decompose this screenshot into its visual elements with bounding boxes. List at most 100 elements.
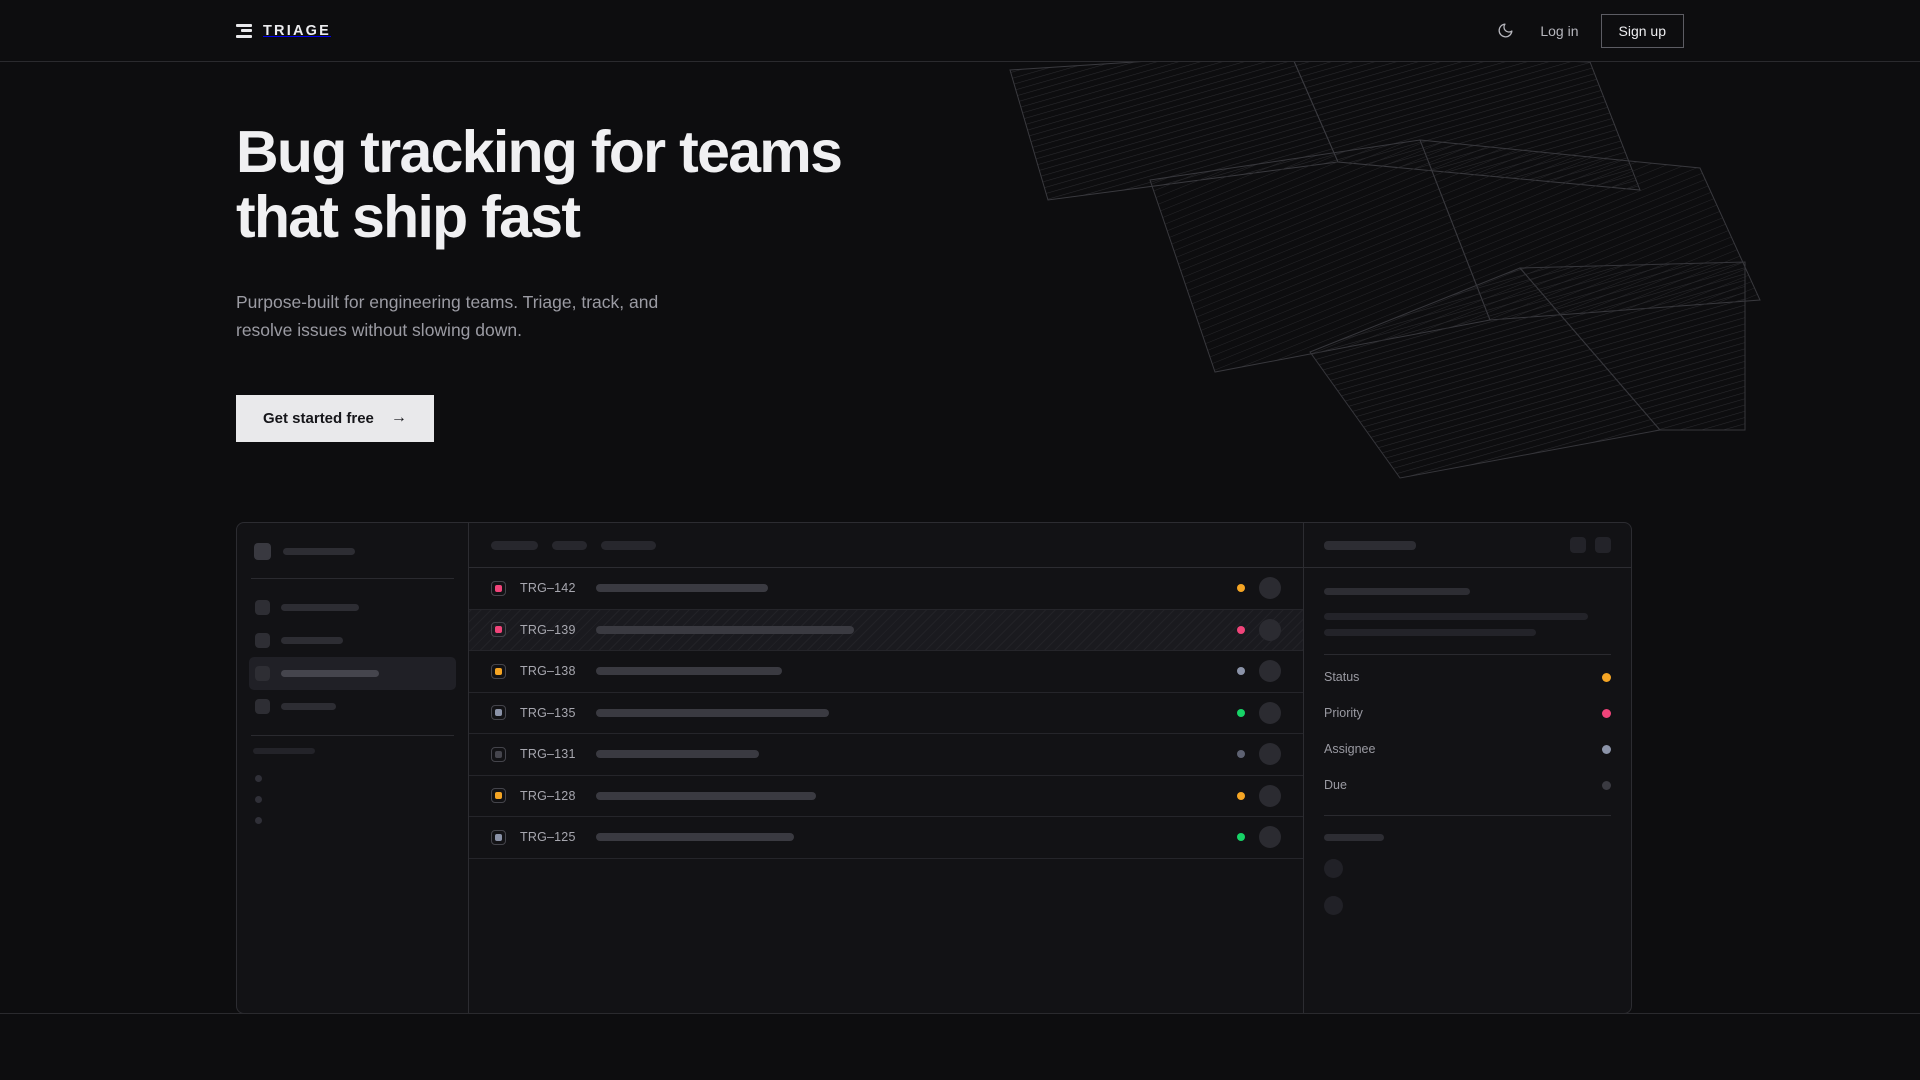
issue-id: TRG–138	[520, 664, 576, 679]
hero-subhead: Purpose-built for engineering teams. Tri…	[236, 291, 659, 341]
issue-id: TRG–131	[520, 747, 576, 762]
issue-row-meta	[1237, 784, 1303, 807]
meta-row-priority[interactable]: Priority	[1324, 695, 1611, 731]
issue-row-meta	[1237, 618, 1303, 641]
sidebar-item-3[interactable]	[249, 690, 456, 723]
sidebar-item-label-skeleton	[281, 637, 343, 644]
workspace-name-skeleton	[283, 548, 355, 555]
meta-label: Due	[1324, 778, 1347, 792]
detail-header	[1304, 523, 1631, 568]
meta-value-dot	[1602, 780, 1611, 790]
issue-id: TRG–125	[520, 830, 576, 845]
sidebar-item-icon	[255, 666, 270, 681]
issue-title-skeleton	[596, 584, 768, 593]
status-dot	[1237, 584, 1245, 593]
meta-label: Priority	[1324, 706, 1363, 720]
sidebar-subitem-0[interactable]	[249, 768, 456, 789]
sidebar-subitem-dot-icon	[255, 817, 262, 824]
detail-description-skeletons	[1324, 588, 1611, 636]
sidebar-item-0[interactable]	[249, 591, 456, 624]
issue-row[interactable]: TRG–138	[469, 651, 1303, 693]
issue-row[interactable]: TRG–131	[469, 734, 1303, 776]
workspace-avatar	[254, 543, 271, 560]
get-started-button[interactable]: Get started free →	[236, 394, 434, 442]
sidebar-subitem-dot-icon	[255, 796, 262, 803]
sidebar-item-label-skeleton	[281, 670, 379, 677]
priority-indicator-icon	[491, 663, 506, 679]
issue-id: TRG–128	[520, 788, 576, 803]
detail-title-skeleton	[1324, 540, 1416, 550]
meta-row-due[interactable]: Due	[1324, 767, 1611, 803]
assignee-avatar[interactable]	[1259, 660, 1281, 683]
issue-row-meta	[1237, 743, 1303, 766]
assignee-avatar[interactable]	[1259, 618, 1281, 641]
activity-avatar-1	[1324, 896, 1343, 915]
arrow-right-icon: →	[390, 409, 407, 427]
issue-title-skeleton	[596, 667, 782, 676]
assignee-avatar[interactable]	[1259, 743, 1281, 766]
sidebar-subitem-1[interactable]	[249, 789, 456, 810]
status-dot	[1237, 667, 1245, 676]
priority-indicator-icon	[491, 705, 506, 721]
issue-row-meta	[1237, 826, 1303, 849]
signup-button[interactable]: Sign up	[1600, 13, 1684, 48]
status-dot	[1237, 625, 1245, 634]
issue-id: TRG–135	[520, 705, 576, 720]
moon-icon[interactable]	[1492, 18, 1518, 44]
issue-row[interactable]: TRG–125	[469, 817, 1303, 859]
meta-label: Status	[1324, 670, 1360, 684]
detail-skeleton-2	[1324, 629, 1536, 636]
meta-row-status[interactable]: Status	[1324, 659, 1611, 695]
priority-indicator-icon	[491, 580, 506, 596]
sidebar-item-icon	[255, 699, 270, 714]
toolbar-chip-0[interactable]	[491, 540, 538, 550]
priority-indicator-icon	[491, 746, 506, 762]
issue-row[interactable]: TRG–135	[469, 693, 1303, 734]
issue-row-meta	[1237, 701, 1303, 724]
issue-title-skeleton	[596, 833, 794, 842]
issue-row[interactable]: TRG–142	[469, 568, 1303, 610]
brand-logo[interactable]: TRIAGE	[236, 23, 331, 39]
workspace-switcher[interactable]	[249, 537, 456, 566]
activity-avatars	[1324, 859, 1611, 915]
toolbar-chip-2[interactable]	[601, 540, 656, 550]
issue-title-skeleton	[596, 625, 854, 634]
assignee-avatar[interactable]	[1259, 577, 1281, 600]
assignee-avatar[interactable]	[1259, 784, 1281, 807]
toolbar-chip-1[interactable]	[552, 540, 587, 550]
issue-row[interactable]: TRG–139	[469, 609, 1303, 651]
sidebar-item-1[interactable]	[249, 624, 456, 657]
sidebar-divider	[251, 578, 454, 579]
sidebar-section-label	[253, 748, 315, 754]
status-dot	[1237, 708, 1245, 717]
meta-label: Assignee	[1324, 742, 1376, 756]
sidebar-item-icon	[255, 600, 270, 615]
priority-indicator-icon	[491, 622, 506, 638]
assignee-avatar[interactable]	[1259, 826, 1281, 849]
page-title: Bug tracking for teams that ship fast	[236, 119, 843, 251]
sidebar-item-label-skeleton	[281, 604, 359, 611]
sidebar-subitem-2[interactable]	[249, 810, 456, 831]
brand-name: TRIAGE	[263, 22, 331, 39]
sidebar-item-label-skeleton	[281, 703, 336, 710]
stacked-bars-logo-icon	[236, 23, 252, 38]
activity-avatar-0	[1324, 859, 1343, 878]
login-link[interactable]: Log in	[1540, 22, 1579, 39]
meta-row-assignee[interactable]: Assignee	[1324, 731, 1611, 767]
detail-action-button-1[interactable]	[1595, 537, 1611, 553]
cta-label: Get started free	[263, 409, 374, 427]
issue-title-skeleton	[596, 750, 759, 759]
issue-title-skeleton	[596, 791, 816, 800]
meta-value-dot	[1602, 672, 1611, 682]
sidebar-item-2[interactable]	[249, 657, 456, 690]
issue-row[interactable]: TRG–128	[469, 776, 1303, 817]
activity-section-label	[1324, 834, 1384, 841]
issue-title-skeleton	[596, 708, 829, 717]
issue-row-meta	[1237, 577, 1303, 600]
assignee-avatar[interactable]	[1259, 701, 1281, 724]
detail-action-button-0[interactable]	[1570, 537, 1586, 553]
